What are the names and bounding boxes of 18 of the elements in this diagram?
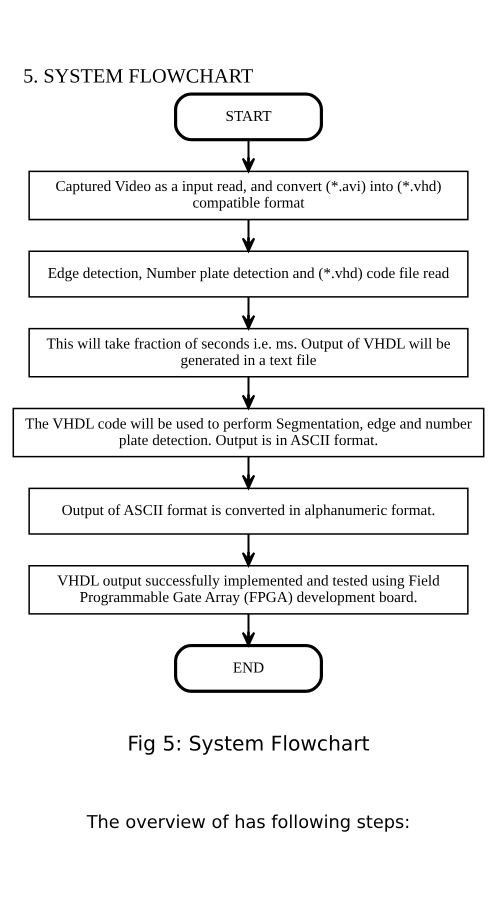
diagram-title: 5. SYSTEM FLOWCHART (23, 65, 254, 88)
node-box: Captured Video as a input read, and convert (*.avi) into (*.vhd) compatible format (28, 170, 469, 220)
arrow (242, 614, 256, 646)
arrow (242, 296, 256, 330)
label: The overview of has following steps: (86, 812, 410, 833)
arrow (242, 534, 256, 567)
node-box: The VHDL code will be used to perform Segmentation, edge and number plate detection. Output is in ASCII format. (12, 408, 484, 458)
node-box: START (174, 92, 323, 142)
arrow (242, 220, 256, 252)
node-box: This will take fraction of seconds i.e. ms. Output of VHDL will be generated in a text file (28, 328, 469, 378)
node-box: VHDL output successfully implemented and tested using Field Programmable Gate Array (FPGA) development board. (28, 564, 469, 615)
node-box: Edge detection, Number plate detection and (*.vhd) code file read (28, 250, 469, 298)
node-box: Output of ASCII format is converted in alphanumeric format. (28, 488, 469, 535)
arrow (242, 456, 256, 490)
node-box: END (174, 644, 323, 693)
arrow (242, 377, 256, 410)
caption: Fig 5: System Flowchart (127, 732, 370, 756)
arrow (242, 140, 256, 172)
